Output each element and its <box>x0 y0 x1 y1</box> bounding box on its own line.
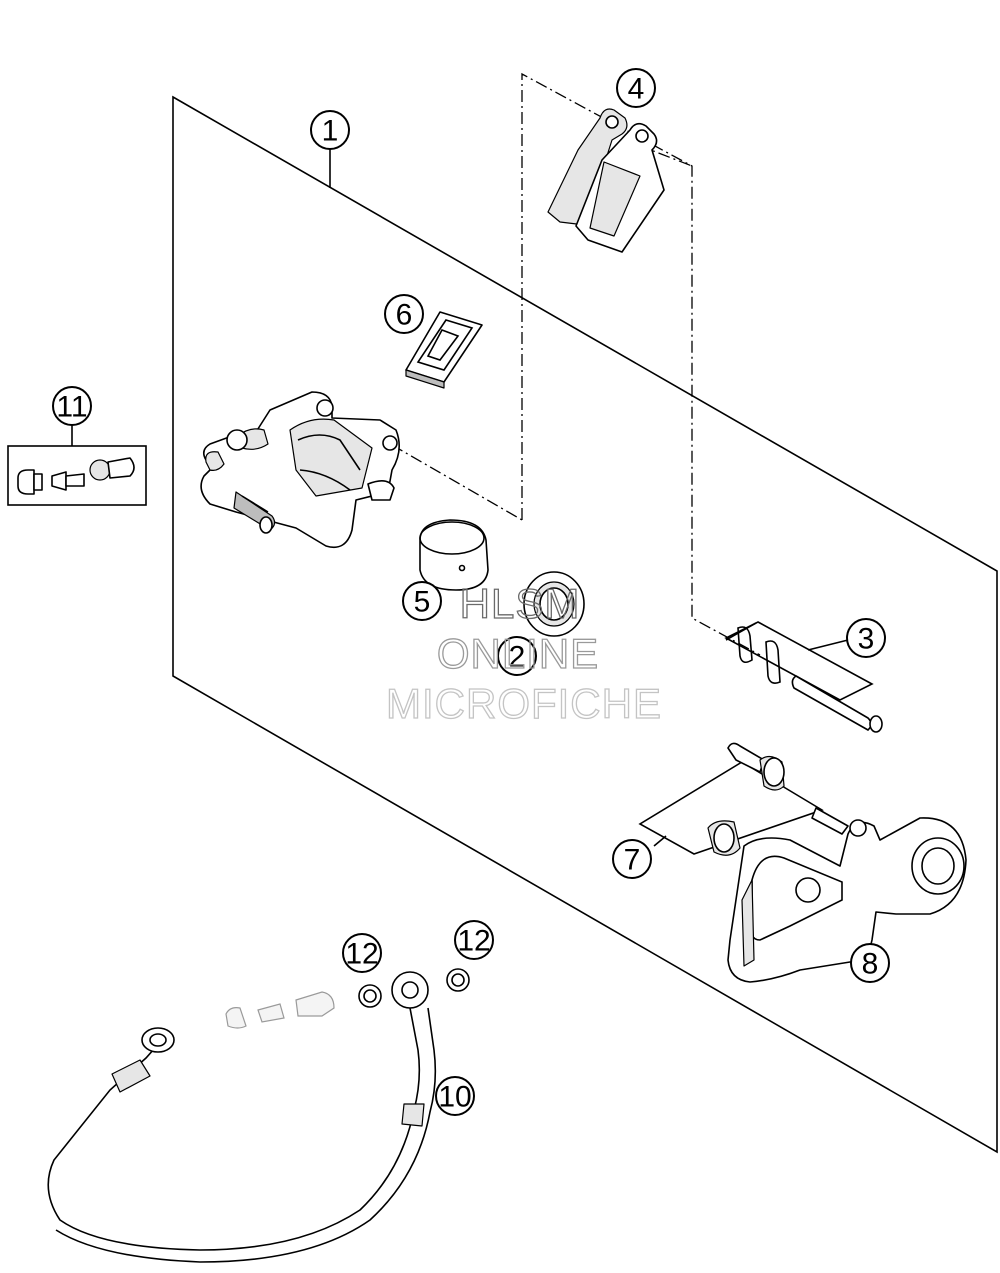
watermark: HLSM ONLINE MICROFICHE <box>385 579 662 727</box>
svg-text:11: 11 <box>56 391 87 424</box>
bleeder-kit <box>7 445 147 506</box>
watermark-line-2: ONLINE <box>437 630 599 677</box>
piston <box>419 519 489 591</box>
svg-text:7: 7 <box>624 844 641 877</box>
svg-text:1: 1 <box>322 115 339 148</box>
svg-text:6: 6 <box>396 299 413 332</box>
seal-ring <box>523 571 585 637</box>
callout-5: 5 <box>402 581 442 621</box>
brake-pads <box>547 108 665 253</box>
callout-3: 3 <box>846 618 886 658</box>
callout-2: 2 <box>497 636 537 676</box>
caliper-bracket <box>727 807 967 983</box>
svg-text:8: 8 <box>862 948 879 981</box>
svg-text:12: 12 <box>457 925 490 958</box>
pad-group-frame <box>521 72 761 656</box>
callout-6: 6 <box>384 294 424 334</box>
watermark-line-3: MICROFICHE <box>386 680 662 727</box>
banjo-fittings <box>225 968 470 1029</box>
callout-10: 10 <box>435 1076 475 1116</box>
svg-text:5: 5 <box>414 586 431 619</box>
svg-text:10: 10 <box>438 1081 471 1114</box>
svg-text:4: 4 <box>628 73 645 106</box>
pad-spring <box>405 311 483 389</box>
leader-3 <box>807 639 849 651</box>
svg-text:2: 2 <box>509 641 526 674</box>
assembly-frame-1 <box>172 95 998 1154</box>
svg-text:12: 12 <box>345 938 378 971</box>
svg-text:3: 3 <box>858 623 875 656</box>
callout-12b: 12 <box>454 920 494 960</box>
callout-8: 7 <box>612 839 652 879</box>
callout-1: 1 <box>310 110 350 150</box>
callout-7: 8 <box>850 943 890 983</box>
watermark-line-1: HLSM <box>460 580 581 627</box>
bushings <box>638 742 824 856</box>
leader-8 <box>653 835 667 847</box>
callout-4: 4 <box>616 68 656 108</box>
pin-and-clips <box>724 621 883 733</box>
brake-caliper <box>200 391 400 549</box>
callout-12a: 12 <box>342 933 382 973</box>
callout-11: 11 <box>52 386 92 426</box>
caliper-leader <box>391 444 523 521</box>
brake-hose <box>47 971 437 1263</box>
